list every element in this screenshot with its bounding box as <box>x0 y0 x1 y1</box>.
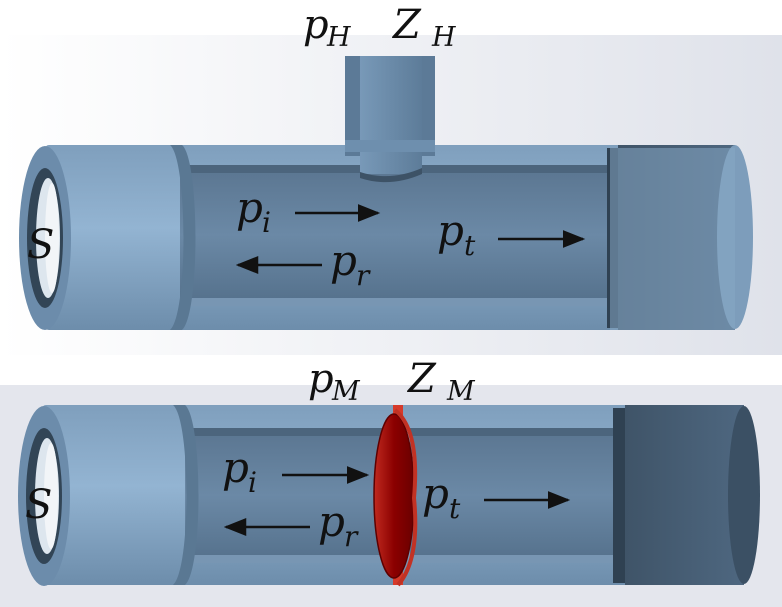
svg-text:i: i <box>262 206 271 239</box>
bottom-diagram: p M Z M S p i p r p t <box>0 356 782 607</box>
svg-text:p: p <box>222 443 249 492</box>
svg-text:H: H <box>431 22 456 53</box>
top-source-label: S <box>27 222 54 268</box>
top-transmitted-label: p t <box>437 206 476 262</box>
svg-text:p: p <box>236 183 263 232</box>
svg-text:p: p <box>330 236 357 285</box>
top-incident-label: p i <box>236 183 271 239</box>
svg-text:p: p <box>303 2 329 48</box>
bottom-inner-bore-right <box>410 428 615 563</box>
svg-text:M: M <box>446 376 476 407</box>
top-inner-bore <box>180 165 610 305</box>
svg-text:p: p <box>308 356 334 402</box>
svg-text:H: H <box>326 22 351 53</box>
top-header-label: p H Z H <box>303 2 456 53</box>
bottom-reflected-label: p r <box>318 497 359 553</box>
svg-text:t: t <box>464 229 476 262</box>
svg-text:p: p <box>318 497 345 546</box>
bottom-inner-bore-left <box>185 428 390 563</box>
svg-text:i: i <box>248 466 257 499</box>
membrane <box>373 413 415 579</box>
svg-text:p: p <box>422 469 449 518</box>
top-reflected-label: p r <box>330 236 371 292</box>
svg-text:r: r <box>344 520 359 553</box>
svg-text:p: p <box>437 206 464 255</box>
top-diagram: p H Z H S p i p r p t <box>0 2 782 355</box>
svg-text:M: M <box>331 376 361 407</box>
svg-text:Z: Z <box>391 2 422 48</box>
svg-text:r: r <box>356 259 371 292</box>
svg-text:Z: Z <box>406 356 437 402</box>
bottom-right-cap <box>625 405 744 585</box>
bottom-incident-label: p i <box>222 443 257 499</box>
bottom-transmitted-label: p t <box>422 469 461 525</box>
bottom-source-label: S <box>25 482 52 528</box>
bottom-header-label: p M Z M <box>308 356 476 407</box>
svg-text:t: t <box>449 492 461 525</box>
